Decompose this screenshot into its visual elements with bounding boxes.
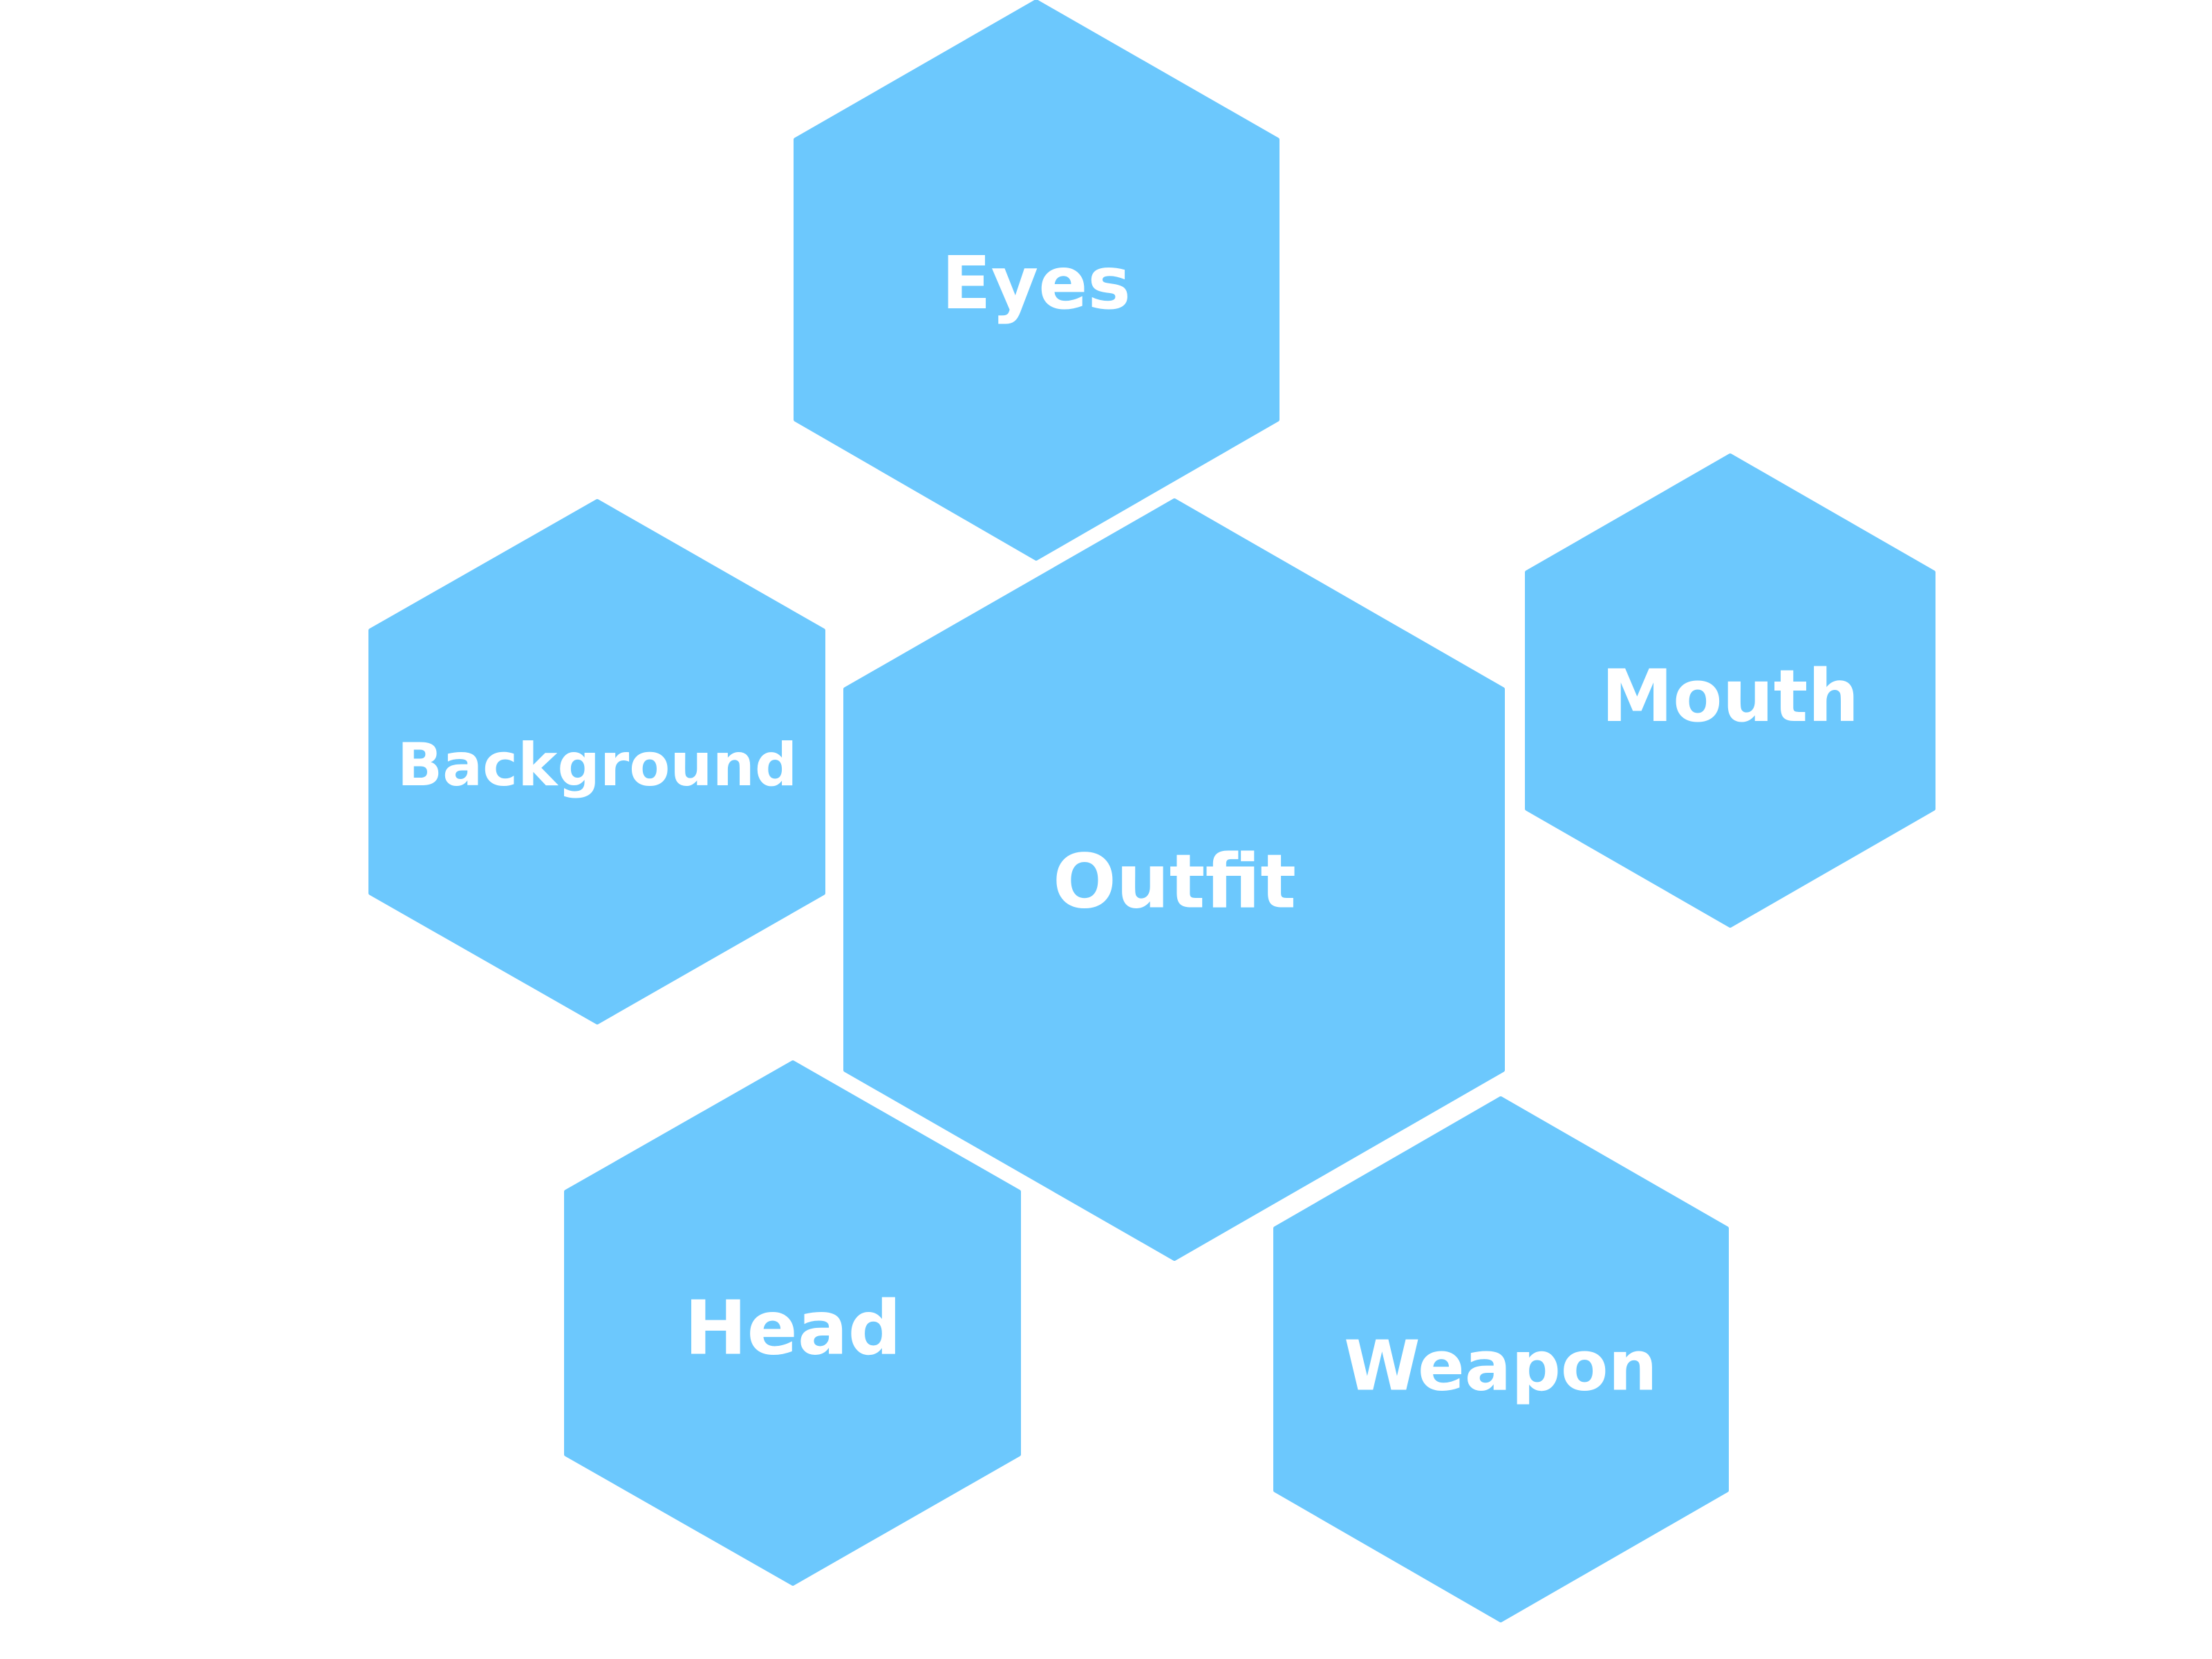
hex-mouth-shape: [1525, 453, 1936, 928]
hex-head-label: Head: [684, 1286, 901, 1372]
hex-eyes-shape: [794, 0, 1280, 561]
hex-mouth: Mouth: [1525, 453, 1936, 928]
hex-background-label: Background: [397, 731, 798, 800]
hex-outfit-label: Outfit: [1053, 839, 1296, 926]
hex-outfit: Outfit: [843, 498, 1505, 1261]
hex-outfit-shape: [843, 498, 1505, 1261]
hex-head: Head: [564, 1060, 1021, 1586]
hex-background-shape: [368, 499, 825, 1024]
hex-mouth-label: Mouth: [1602, 654, 1859, 738]
hex-eyes-label: Eyes: [941, 241, 1131, 326]
hex-weapon: Weapon: [1273, 1096, 1729, 1622]
hex-head-shape: [564, 1060, 1021, 1586]
hex-eyes: Eyes: [794, 0, 1280, 561]
hex-weapon-label: Weapon: [1344, 1326, 1658, 1407]
hex-weapon-shape: [1273, 1096, 1729, 1622]
hex-background: Background: [368, 499, 825, 1024]
